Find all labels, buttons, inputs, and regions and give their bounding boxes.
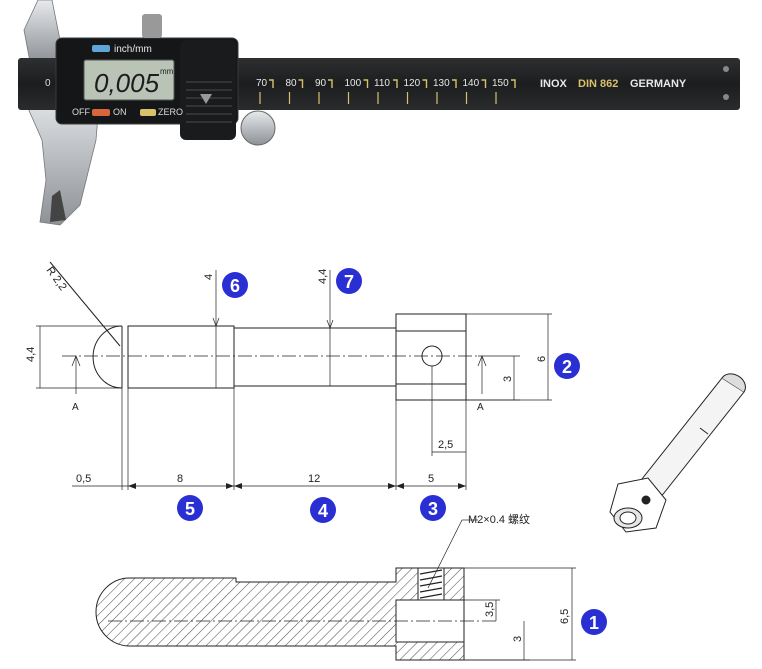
svg-text:6: 6 <box>230 276 240 296</box>
marker-7: 7 <box>336 268 362 294</box>
technical-drawing: R 2,2 4,4 A A 4 4,4 6 3 2,5 <box>25 261 552 490</box>
off-label: OFF <box>72 107 90 117</box>
thread-note: M2×0.4 螺纹 <box>468 512 530 526</box>
lcd-value: 0,005 <box>94 68 160 98</box>
scale-number: 130 <box>433 78 450 89</box>
marker-2: 2 <box>554 353 580 379</box>
svg-text:3: 3 <box>428 499 438 519</box>
dim-25: 2,5 <box>438 439 453 451</box>
dim-right-3: 3 <box>502 376 514 382</box>
brand-din: DIN 862 <box>578 78 618 90</box>
inch-mm-label: inch/mm <box>114 44 152 55</box>
marker-1: 1 <box>581 609 607 635</box>
dim-right-6: 6 <box>536 356 548 362</box>
svg-text:4: 4 <box>318 501 328 521</box>
marker-4: 4 <box>310 497 336 523</box>
svg-text:1: 1 <box>589 613 599 633</box>
scale-number: 110 <box>374 78 390 89</box>
scale-tick <box>269 79 274 88</box>
marker-3: 3 <box>420 495 446 521</box>
scale-number: 70 <box>256 78 268 89</box>
brand-inox: INOX <box>540 78 568 90</box>
scale-number: 150 <box>492 78 509 89</box>
dim-05: 0,5 <box>76 473 91 485</box>
on-label: ON <box>113 107 127 117</box>
zero-label: ZERO <box>158 107 183 117</box>
dim-5: 5 <box>428 473 434 485</box>
isometric-view <box>609 373 746 533</box>
thumb-wheel[interactable] <box>142 14 162 38</box>
section-view: M2×0.4 螺纹 6,5 3,5 3 <box>95 512 576 661</box>
callout-markers: 1 2 3 4 5 6 7 <box>177 268 607 635</box>
scale-tick <box>328 79 333 88</box>
scale-tick <box>452 79 457 88</box>
svg-text:7: 7 <box>344 272 354 292</box>
head-block <box>395 313 467 401</box>
iso-hole <box>641 495 651 505</box>
caliper-upper-jaw <box>23 0 61 63</box>
radius-label: R 2,2 <box>44 265 69 293</box>
lock-knob[interactable] <box>240 110 276 146</box>
scale-tick <box>363 79 369 88</box>
caliper-scale: 70 80 90 100 110 120 130 140 150 <box>256 78 516 104</box>
zero-button[interactable] <box>140 109 156 116</box>
scale-number: 120 <box>404 78 421 89</box>
dim-8: 8 <box>177 473 183 485</box>
off-on-button[interactable] <box>92 109 110 116</box>
dim-65: 6,5 <box>559 609 571 624</box>
lcd-display <box>83 59 175 101</box>
scale-number: 100 <box>345 78 362 89</box>
scale-tick <box>511 79 516 88</box>
svg-text:5: 5 <box>185 499 195 519</box>
section-a-left: A <box>72 402 79 413</box>
dim-35: 3,5 <box>484 602 496 617</box>
dim-left-44: 4,4 <box>25 347 37 362</box>
svg-text:2: 2 <box>562 357 572 377</box>
section-a-right: A <box>477 402 484 413</box>
marker-5: 5 <box>177 495 203 521</box>
dim-top-4: 4 <box>203 274 215 280</box>
dim-3-low: 3 <box>512 636 524 642</box>
lcd-unit: mm <box>160 67 174 76</box>
scale-tick <box>393 79 398 88</box>
inch-mm-button[interactable] <box>92 45 110 52</box>
dim-12: 12 <box>308 473 320 485</box>
shaft-section-8 <box>127 325 235 389</box>
scale-tick <box>298 79 304 88</box>
scale-number: 90 <box>315 78 327 89</box>
caliper-photo: inch/mm 0,005 mm OFF ON ZERO 0 70 80 90 100… <box>18 0 740 226</box>
marker-6: 6 <box>222 272 248 298</box>
dim-top-44: 4,4 <box>317 269 329 284</box>
shaft-section-12 <box>233 327 397 387</box>
brand-germany: GERMANY <box>630 78 687 90</box>
scale-tick <box>481 79 487 88</box>
scale-number: 80 <box>286 78 298 89</box>
scale-number: 140 <box>463 78 480 89</box>
scale-tick <box>422 79 428 88</box>
dome-end <box>92 325 123 389</box>
scale-zero: 0 <box>45 78 51 89</box>
